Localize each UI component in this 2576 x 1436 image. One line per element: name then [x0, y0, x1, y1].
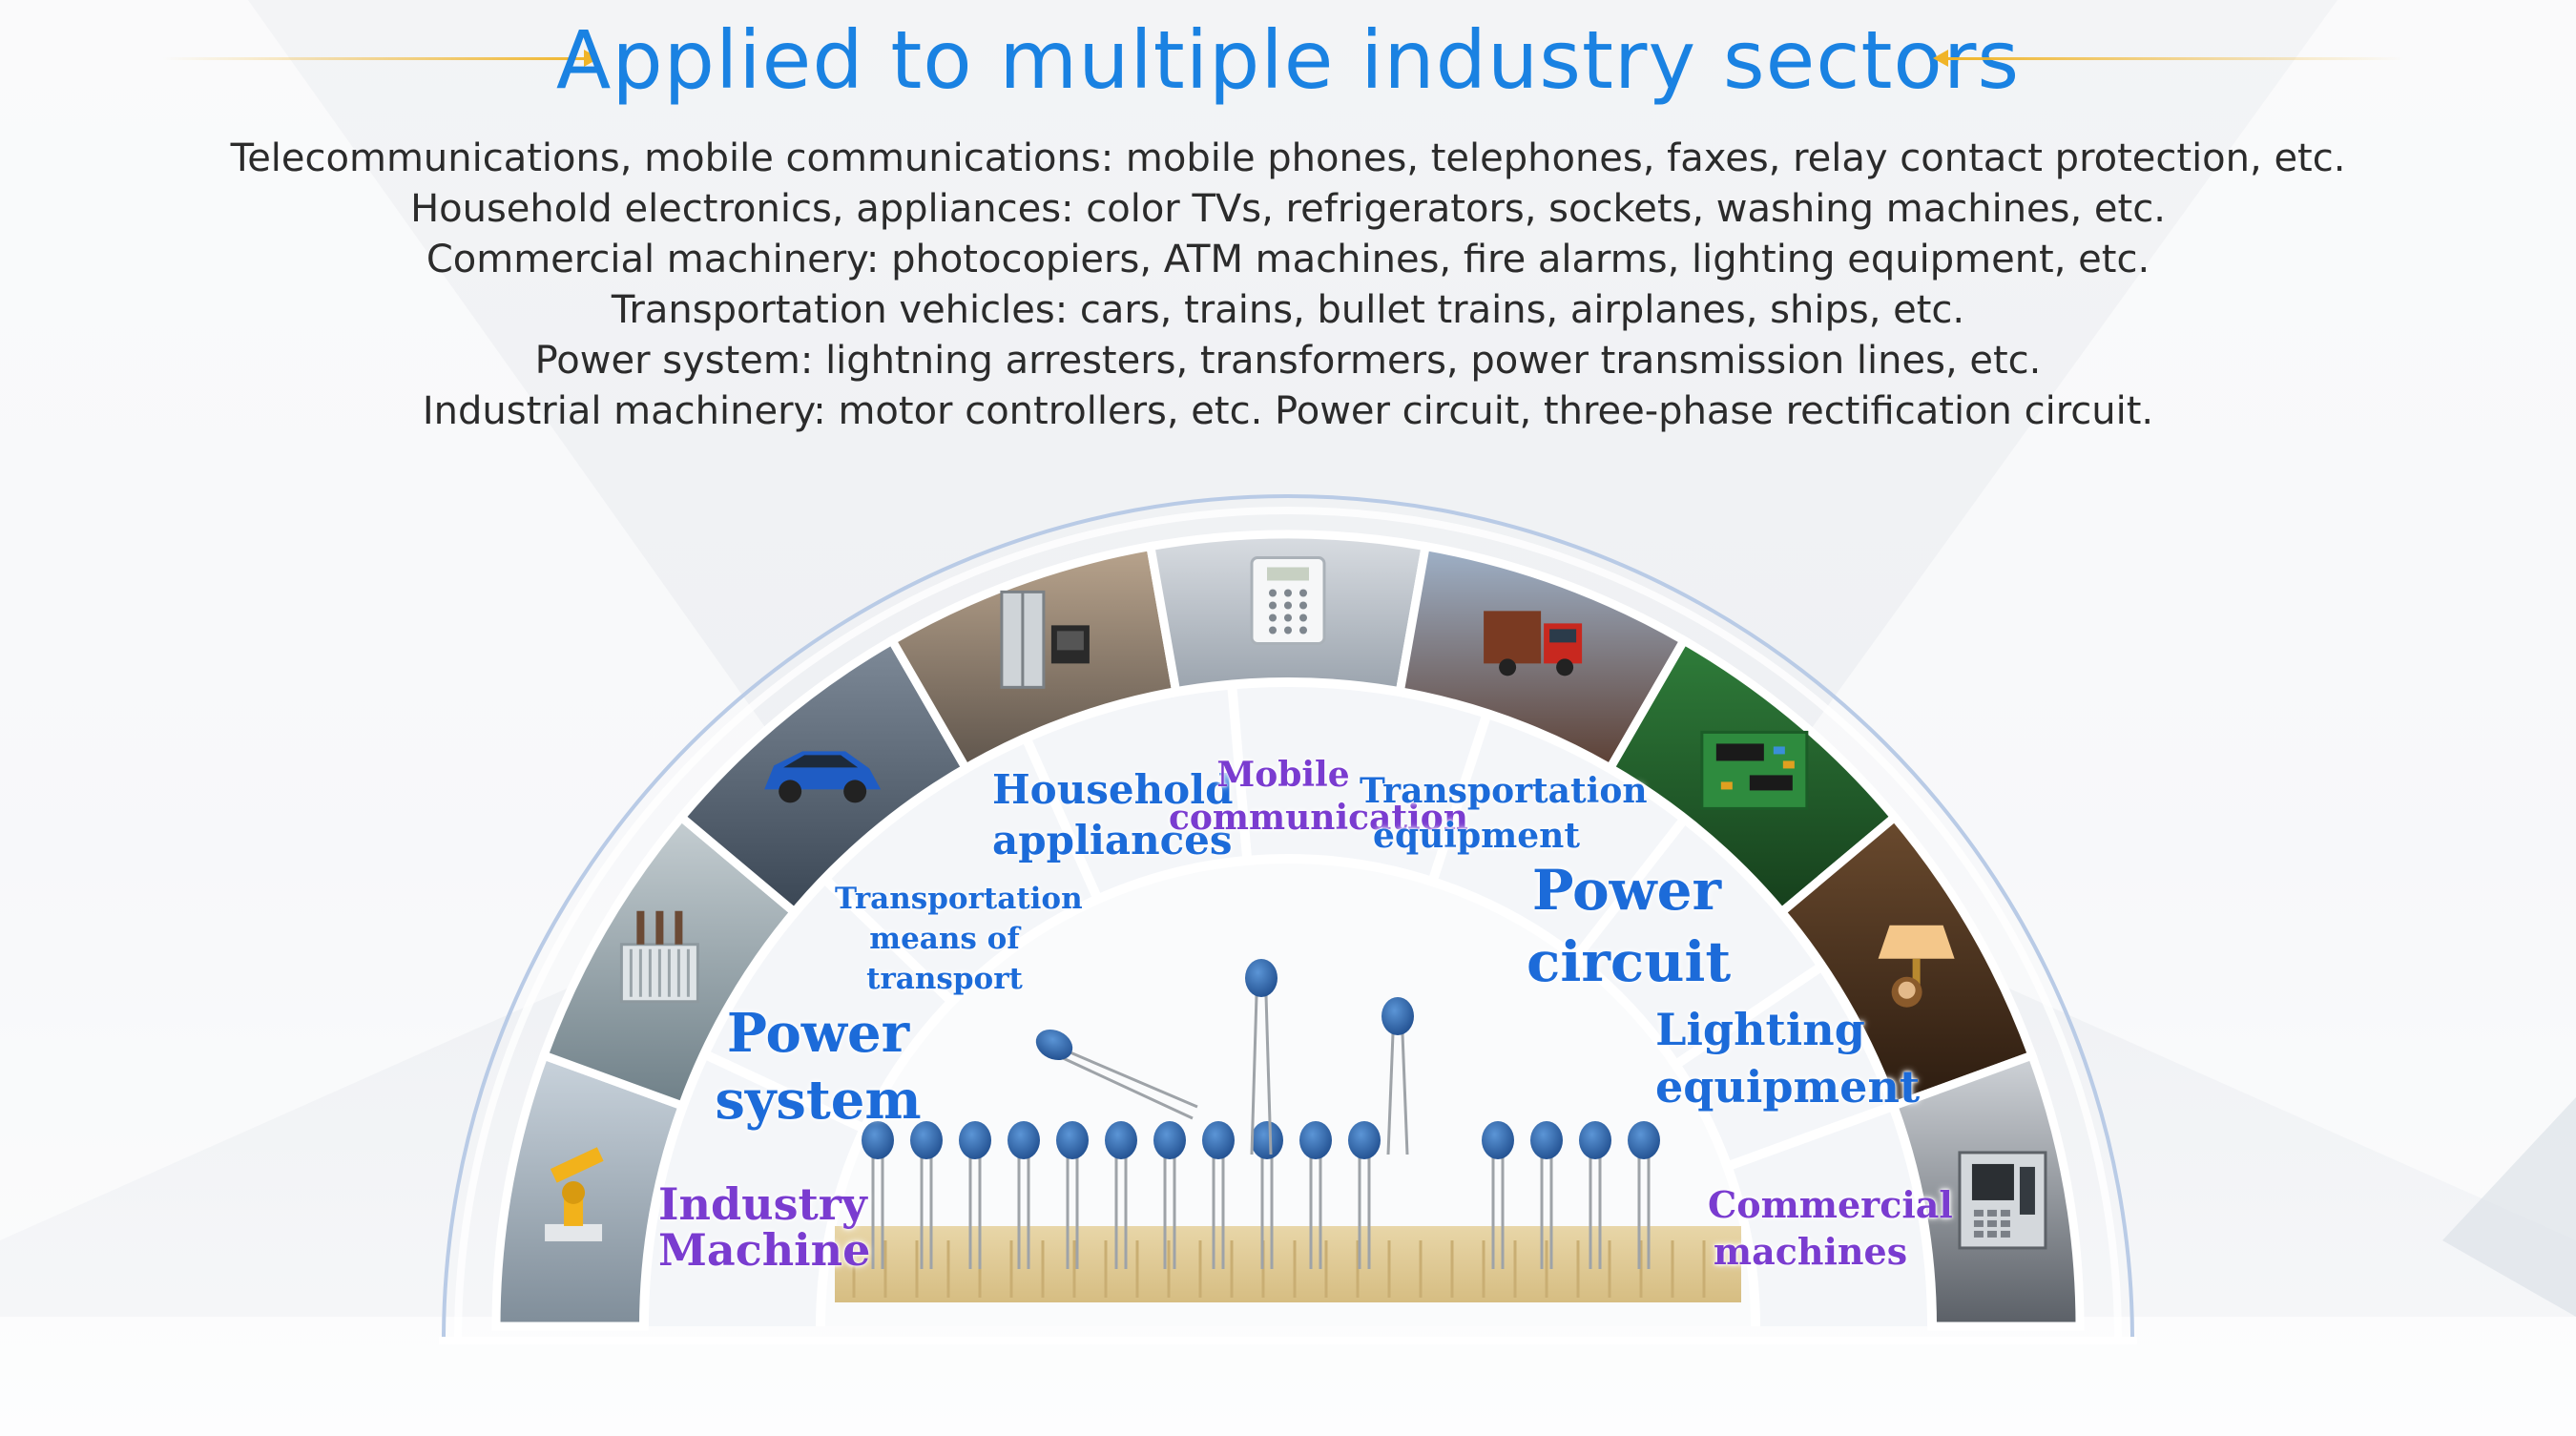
capacitor-icon — [1008, 1121, 1040, 1159]
car-icon — [764, 751, 882, 803]
outer-ring — [442, 494, 2134, 1342]
capacitor-icon — [1202, 1121, 1235, 1159]
label-line: Mobile — [1216, 755, 1350, 795]
capacitor-icon — [1299, 1121, 1332, 1159]
label-line: Power — [1531, 858, 1722, 923]
description-line: Industrial machinery: motor controllers,… — [422, 389, 2154, 433]
title-rule-left — [162, 57, 596, 60]
label-transportation-means: Transportation means of transport — [835, 880, 1083, 1000]
capacitor-icon — [1628, 1121, 1660, 1159]
transformer-icon — [619, 910, 699, 1004]
label-household-appliances: Household appliances — [992, 765, 1234, 865]
label-commercial-machines: Commercial machines — [1708, 1181, 1953, 1276]
page-title: Applied to multiple industry sectors — [555, 13, 2021, 107]
label-line: Lighting — [1655, 1004, 1865, 1055]
label-power-system: Power system — [711, 1000, 925, 1134]
description-line: Power system: lightning arresters, trans… — [534, 339, 2042, 383]
capacitor-icon — [1251, 1121, 1283, 1159]
label-transportation-equipment: Transportation equipment — [1360, 769, 1648, 859]
application-description: Telecommunications, mobile communication… — [0, 134, 2576, 437]
label-line: system — [715, 1069, 922, 1132]
label-line: Machine — [658, 1224, 871, 1277]
capacitor-icon — [1348, 1121, 1381, 1159]
capacitor-icon — [1530, 1121, 1563, 1159]
label-line: appliances — [992, 816, 1233, 864]
lamp-icon — [1878, 925, 1955, 1008]
capacitor-icon — [1056, 1121, 1089, 1159]
capacitor-icon — [862, 1121, 894, 1159]
header: Applied to multiple industry sectors — [0, 0, 2576, 124]
description-line: Transportation vehicles: cars, trains, b… — [611, 288, 1965, 332]
label-line: equipment — [1655, 1060, 1921, 1113]
description-line: Telecommunications, mobile communication… — [230, 136, 2346, 180]
description-line: Household electronics, appliances: color… — [410, 187, 2166, 231]
title-rule-right — [1946, 57, 2404, 60]
inner-core — [821, 859, 1755, 1326]
circuit-board-icon — [1700, 730, 1809, 810]
telephone-icon — [1250, 556, 1326, 645]
capacitor-icon — [1482, 1121, 1514, 1159]
atm-icon — [1958, 1151, 2047, 1250]
capacitor-icon — [959, 1121, 991, 1159]
title-arrow-right-icon — [1933, 50, 1948, 67]
capacitor-icon — [1153, 1121, 1186, 1159]
label-industry-machine: Industry Machine — [658, 1178, 871, 1277]
label-line: circuit — [1527, 929, 1732, 995]
capacitor-icon — [1579, 1121, 1611, 1159]
refrigerator-icon — [1000, 590, 1090, 689]
title-arrow-left-icon — [584, 50, 599, 67]
capacitor-icon — [1245, 959, 1278, 997]
label-power-circuit: Power circuit — [1527, 855, 1732, 999]
telephone-photo — [1145, 530, 1431, 697]
label-line: Commercial — [1708, 1183, 1953, 1226]
capacitor-icon — [1105, 1121, 1137, 1159]
label-lighting-equipment: Lighting equipment — [1655, 1002, 1921, 1116]
label-line: transport — [866, 961, 1023, 996]
label-line: means of — [869, 921, 1020, 956]
capacitor-row — [862, 959, 1660, 1269]
capacitor-icon — [1035, 1029, 1073, 1061]
label-line: Household — [992, 766, 1234, 813]
label-line: Transportation — [1360, 771, 1648, 811]
atm-photo — [1887, 1050, 2085, 1331]
capacitor-icon — [910, 1121, 943, 1159]
description-line: Commercial machinery: photocopiers, ATM … — [426, 238, 2150, 281]
label-line: equipment — [1373, 815, 1580, 856]
label-line: Power — [726, 1002, 910, 1065]
label-line: machines — [1713, 1230, 1908, 1274]
label-line: Industry — [658, 1178, 867, 1230]
robot-arm-icon — [545, 1147, 604, 1241]
truck-icon — [1484, 611, 1583, 676]
label-line: Transportation — [835, 882, 1083, 916]
capacitor-icon — [1381, 997, 1414, 1035]
